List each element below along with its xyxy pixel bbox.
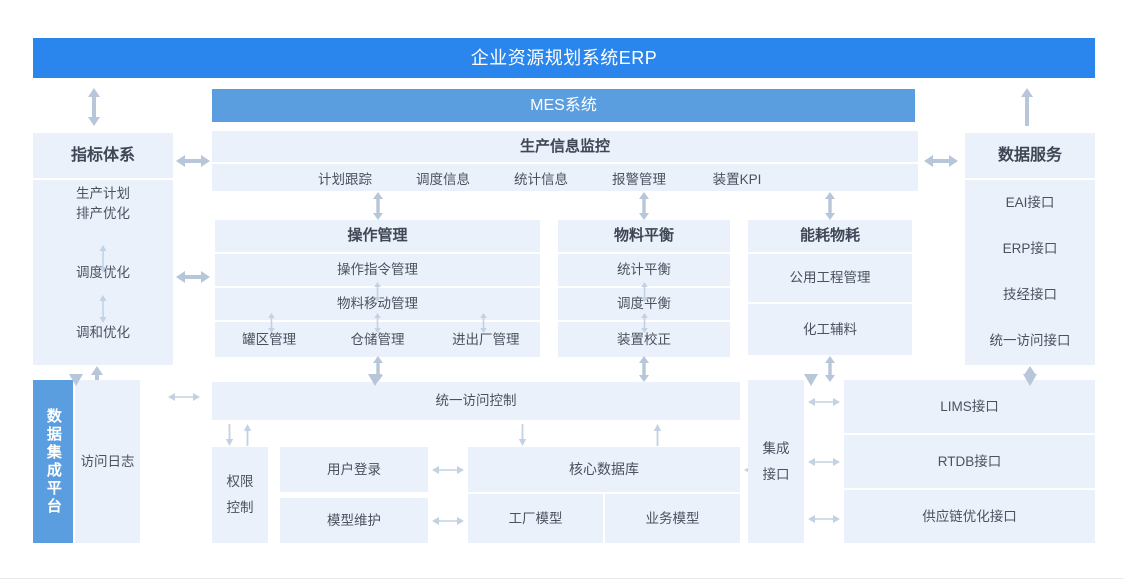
core-database-panel: 核心数据库 工厂模型 业务模型 — [468, 447, 740, 543]
erp-header-title: 企业资源规划系统ERP — [470, 47, 658, 68]
energy-row-utility-management: 公用工程管理 — [748, 254, 912, 302]
data-service-item-unified-access: 统一访问接口 — [989, 333, 1071, 349]
arrow-left-right-icon — [924, 152, 958, 170]
integration-interface-line-2: 接口 — [762, 466, 790, 482]
monitoring-item-plan-tracking: 计划跟踪 — [318, 171, 372, 187]
arrow-up-down-icon — [636, 192, 652, 220]
operations-management-title: 操作管理 — [215, 220, 540, 252]
arrow-up-down-icon — [370, 192, 386, 220]
operations-row-material-movement: 物料移动管理 — [215, 288, 540, 320]
data-service-title: 数据服务 — [997, 146, 1062, 164]
material-balance-title: 物料平衡 — [558, 220, 730, 252]
data-service-column: 数据服务 EAI接口 ERP接口 技经接口 统一访问接口 — [965, 133, 1095, 365]
mes-system-title: MES系统 — [530, 96, 597, 114]
arrow-down-icon — [803, 372, 819, 386]
operations-management-panel: 操作管理 操作指令管理 物料移动管理 罐区管理 仓储管理 进出厂管理 — [215, 220, 540, 357]
arrow-up-down-icon — [370, 356, 386, 382]
production-monitoring-panel: 生产信息监控 计划跟踪 调度信息 统计信息 报警管理 装置KPI — [212, 131, 918, 191]
interface-item-rtdb: RTDB接口 — [844, 435, 1095, 488]
arrow-left-right-icon — [176, 152, 210, 170]
arrow-left-right-icon — [432, 463, 464, 477]
energy-consumption-panel: 能耗物耗 公用工程管理 化工辅料 — [748, 220, 912, 355]
indicator-item-blending-optimization: 调和优化 — [76, 325, 130, 341]
data-integration-platform-bar: 数据集成平台 — [33, 380, 73, 543]
arrow-up-down-icon — [822, 192, 838, 220]
interface-list-panel: LIMS接口 RTDB接口 供应链优化接口 — [844, 380, 1095, 543]
arrow-up-down-icon — [822, 356, 838, 382]
indicator-item-production-plan: 生产计划 排产优化 — [76, 186, 130, 221]
mes-system-bar: MES系统 — [212, 89, 915, 122]
permission-control-box: 权限 控制 — [212, 447, 268, 543]
arrow-left-right-icon — [808, 455, 840, 469]
permission-control-line-1: 权限 — [226, 474, 254, 490]
business-model-box: 业务模型 — [605, 494, 740, 543]
material-balance-row-scheduling: 调度平衡 — [558, 288, 730, 320]
arrow-up-down-icon — [636, 356, 652, 382]
production-monitoring-title: 生产信息监控 — [519, 137, 610, 155]
arrow-down-icon — [225, 424, 234, 446]
operations-bottom-tank-area: 罐区管理 — [242, 331, 297, 347]
arrow-left-right-icon — [168, 390, 200, 404]
arrow-up-down-icon — [85, 88, 103, 126]
arrow-up-icon — [243, 424, 252, 446]
integration-interface-box: 集成 接口 — [748, 380, 804, 543]
monitoring-item-device-kpi: 装置KPI — [712, 171, 762, 187]
monitoring-item-alarm-management: 报警管理 — [612, 171, 666, 187]
plant-model-box: 工厂模型 — [468, 494, 603, 543]
operations-bottom-warehouse: 仓储管理 — [350, 331, 405, 347]
interface-item-lims: LIMS接口 — [844, 380, 1095, 433]
access-log-box: 访问日志 — [75, 380, 140, 543]
erp-header-bar: 企业资源规划系统ERP — [33, 38, 1095, 78]
operations-bottom-inout-plant: 进出厂管理 — [452, 331, 520, 347]
energy-row-chemical-auxiliary: 化工辅料 — [748, 304, 912, 355]
arrow-left-right-icon — [432, 514, 464, 528]
indicator-system-title: 指标体系 — [70, 146, 135, 164]
model-maintenance-box: 模型维护 — [280, 498, 428, 543]
arrow-down-icon — [518, 424, 527, 446]
data-service-item-eai: EAI接口 — [1005, 195, 1055, 211]
core-database-title: 核心数据库 — [468, 447, 740, 492]
operations-row-instruction-management: 操作指令管理 — [215, 254, 540, 286]
monitoring-item-statistics-info: 统计信息 — [514, 171, 568, 187]
arrow-left-right-icon — [808, 512, 840, 526]
interface-item-supply-chain: 供应链优化接口 — [844, 490, 1095, 543]
arrow-up-icon — [1018, 88, 1036, 126]
unified-access-control-box: 统一访问控制 — [212, 382, 740, 420]
arrow-left-right-icon — [808, 395, 840, 409]
indicator-item-scheduling-optimization: 调度优化 — [76, 265, 130, 281]
arrow-left-right-icon — [176, 268, 210, 286]
data-service-item-erp: ERP接口 — [1002, 241, 1058, 257]
data-service-item-technical-economic: 技经接口 — [1003, 287, 1057, 303]
material-balance-panel: 物料平衡 统计平衡 调度平衡 装置校正 — [558, 220, 730, 357]
indicator-system-column: 指标体系 生产计划 排产优化 调度优化 调和优化 — [33, 133, 173, 365]
monitoring-item-scheduling-info: 调度信息 — [416, 171, 470, 187]
material-balance-row-device-calibration: 装置校正 — [558, 322, 730, 357]
energy-consumption-title: 能耗物耗 — [748, 220, 912, 252]
data-integration-platform-title: 数据集成平台 — [44, 407, 62, 516]
integration-interface-line-1: 集成 — [762, 440, 790, 456]
arrow-up-icon — [653, 424, 662, 446]
material-balance-row-statistical: 统计平衡 — [558, 254, 730, 286]
user-login-box: 用户登录 — [280, 447, 428, 492]
permission-control-line-2: 控制 — [226, 500, 254, 515]
